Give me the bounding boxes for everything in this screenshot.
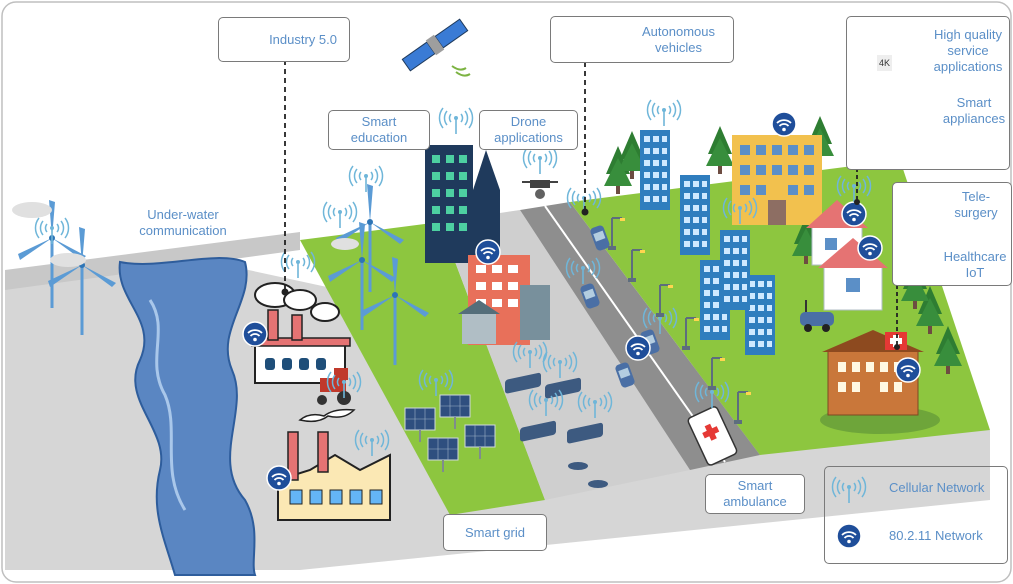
- legend-wifi-label: 80.2.11 Network: [889, 528, 983, 543]
- label-appliances-line1: Smart: [956, 95, 992, 110]
- drone: [522, 180, 558, 199]
- yellow-building: [732, 135, 822, 225]
- label-autonomous: Autonomous vehicles: [550, 16, 734, 63]
- label-smart-education: Smart education: [328, 110, 430, 150]
- label-underwater: Under-water communication: [123, 202, 243, 244]
- river: [118, 257, 257, 576]
- label-autonomous-line1: Autonomous: [642, 23, 715, 39]
- label-industry-text: Industry 5.0: [269, 31, 337, 47]
- badge-4k: 4K: [877, 55, 893, 71]
- electric-car: [800, 300, 834, 332]
- label-underwater-line2: communication: [139, 223, 227, 238]
- label-hq-line3: applications: [933, 59, 1003, 74]
- education-buildings: [425, 145, 550, 345]
- label-industry: Industry 5.0: [218, 17, 350, 62]
- factory-bottom: [277, 408, 391, 521]
- label-healthcare-line2: IoT: [965, 265, 985, 280]
- ground-back-left: [5, 232, 300, 290]
- label-smart-education-line2: education: [350, 130, 408, 145]
- label-telesurgery-healthcare-box: Tele- surgery Healthcare IoT: [892, 182, 1012, 286]
- label-telesurgery-line2: surgery: [954, 205, 998, 220]
- label-drone-line2: applications: [494, 130, 563, 145]
- label-telesurgery-line1: Tele-: [961, 189, 991, 204]
- legend-cellular-label: Cellular Network: [889, 480, 985, 495]
- label-smart-ambulance: Smart ambulance: [705, 474, 805, 514]
- factory-top: [251, 282, 351, 384]
- label-hq-appliances-box: High quality service applications Smart …: [846, 16, 1010, 170]
- label-drone: Drone applications: [479, 110, 578, 150]
- label-healthcare-line1: Healthcare: [943, 249, 1007, 264]
- label-smart-appliances: Smart appliances: [939, 95, 1009, 127]
- label-hq-service: High quality service applications: [927, 27, 1009, 75]
- label-underwater-line1: Under-water: [147, 207, 219, 222]
- label-telesurgery: Tele- surgery: [945, 189, 1007, 221]
- label-drone-line1: Drone: [510, 114, 547, 129]
- legend-box: [824, 466, 1008, 564]
- label-smart-grid: Smart grid: [443, 514, 547, 551]
- label-hq-line2: service: [947, 43, 989, 58]
- ambulance: [687, 406, 738, 466]
- satellite: [401, 18, 469, 72]
- label-smart-education-line1: Smart: [361, 114, 397, 129]
- label-hq-line1: High quality: [934, 27, 1002, 42]
- label-healthcare-iot: Healthcare IoT: [937, 249, 1013, 281]
- label-smart-grid-text: Smart grid: [465, 524, 525, 540]
- label-autonomous-line2: vehicles: [655, 39, 702, 55]
- label-ambulance-line2: ambulance: [723, 494, 787, 509]
- label-appliances-line2: appliances: [942, 111, 1006, 126]
- label-ambulance-line1: Smart: [737, 478, 773, 493]
